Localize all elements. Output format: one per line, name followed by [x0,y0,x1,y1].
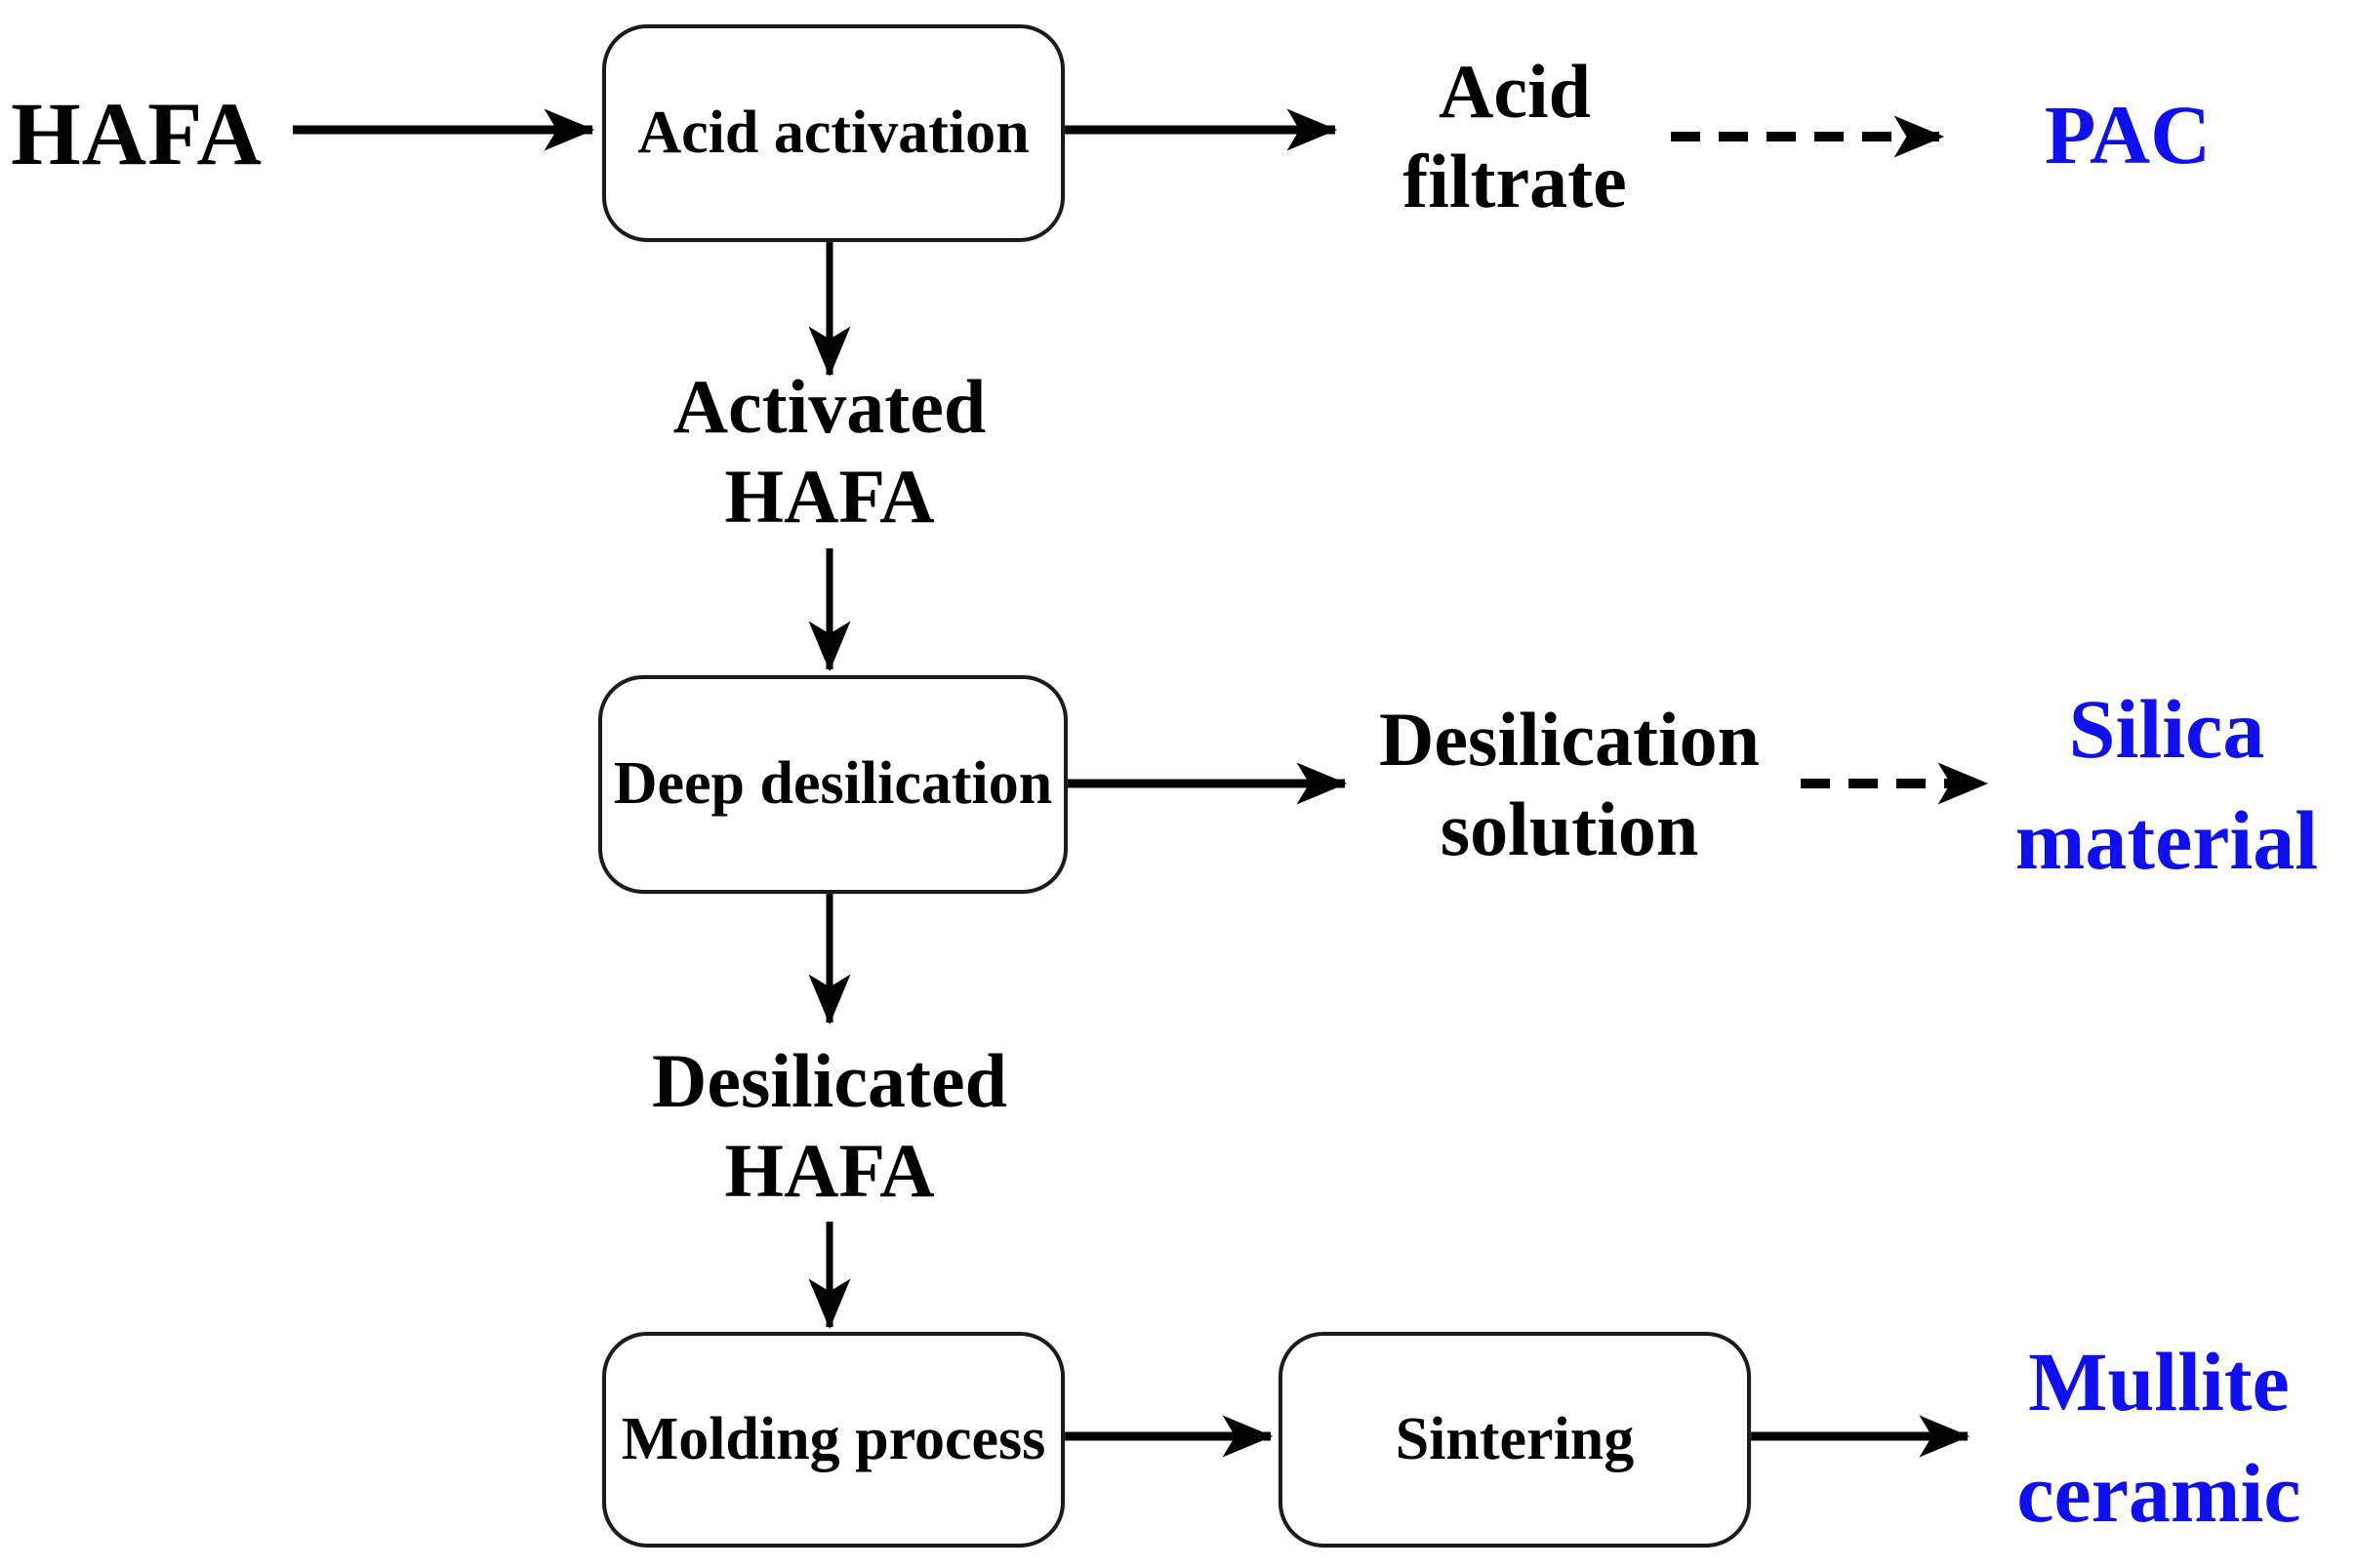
node-molding-process: Molding process [602,1332,1065,1548]
node-hafa-label: HAFA [11,84,263,183]
node-molding-process-label: Molding process [621,1405,1046,1472]
node-pac: PAC [1923,80,2333,191]
node-activated-hafa: Activated HAFA [672,364,987,540]
node-mullite-ceramic: Mullite ceramic [2016,1335,2301,1540]
node-acid-filtrate: Acid filtrate [1402,49,1627,224]
node-acid-activation: Acid activation [602,24,1065,242]
node-hafa: HAFA [10,78,264,190]
node-sintering-label: Sintering [1395,1405,1635,1472]
node-deep-desilication-label: Deep desilication [613,750,1053,818]
node-desilicated-hafa: Desilicated HAFA [652,1038,1007,1214]
node-silica-material: Silica material [2014,682,2319,887]
node-acid-activation-label: Acid activation [637,99,1030,166]
node-deep-desilication: Deep desilication [598,675,1068,894]
node-sintering: Sintering [1279,1332,1751,1548]
node-desilication-solution: Desilication solution [1379,697,1760,872]
node-pac-label: PAC [2044,88,2212,181]
